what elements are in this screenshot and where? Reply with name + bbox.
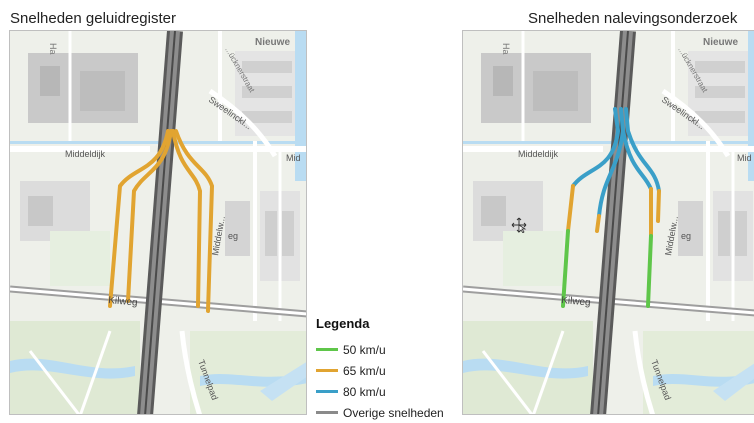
legend-swatch-50 (316, 348, 338, 351)
legend-label-80: 80 km/u (343, 384, 386, 399)
legend-swatch-overige (316, 411, 338, 414)
legend-title: Legenda (316, 316, 370, 331)
map-panel-nalevingsonderzoek[interactable]: Middeldijk Kilweg Tunnelpad Sweelinckl..… (462, 30, 754, 415)
map-panel-geluidregister[interactable]: Middeldijk Kilweg Tunnelpad Sweelinckl..… (9, 30, 307, 415)
label-kilweg-right: Kilweg (561, 295, 591, 309)
label-nieuwe: Nieuwe (255, 37, 290, 48)
label-nieuwe-right: Nieuwe (703, 37, 738, 48)
label-eg: eg (228, 231, 238, 241)
legend-item-50: 50 km/u (316, 339, 456, 360)
legend-label-65: 65 km/u (343, 363, 386, 378)
legend-item-65: 65 km/u (316, 360, 456, 381)
legend-swatch-65 (316, 369, 338, 372)
map-title-geluidregister: Snelheden geluidregister (10, 10, 176, 27)
map-title-nalevingsonderzoek: Snelheden nalevingsonderzoek (528, 10, 738, 27)
legend-label-overige: Overige snelheden (343, 405, 444, 420)
legend-label-50: 50 km/u (343, 342, 386, 357)
label-middeldijk: Middeldijk (65, 149, 106, 159)
label-ha: Ha (48, 43, 58, 55)
label-ha-right: Ha (501, 43, 511, 55)
map-canvas-right[interactable]: Middeldijk Kilweg Tunnelpad Sweelinckl..… (463, 31, 754, 415)
label-mid: Mid (286, 153, 301, 163)
label-eg-right: eg (681, 231, 691, 241)
label-kilweg: Kilweg (108, 295, 138, 309)
legend-item-overige: Overige snelheden (316, 402, 456, 423)
label-middeldijk-right: Middeldijk (518, 149, 559, 159)
legend-swatch-80 (316, 390, 338, 393)
map-canvas-left[interactable]: Middeldijk Kilweg Tunnelpad Sweelinckl..… (10, 31, 307, 415)
label-mid-right: Mid (737, 153, 752, 163)
map-legend: Legenda 50 km/u 65 km/u 80 km/u Overige … (316, 316, 456, 423)
legend-item-80: 80 km/u (316, 381, 456, 402)
move-cursor-icon (511, 217, 527, 233)
